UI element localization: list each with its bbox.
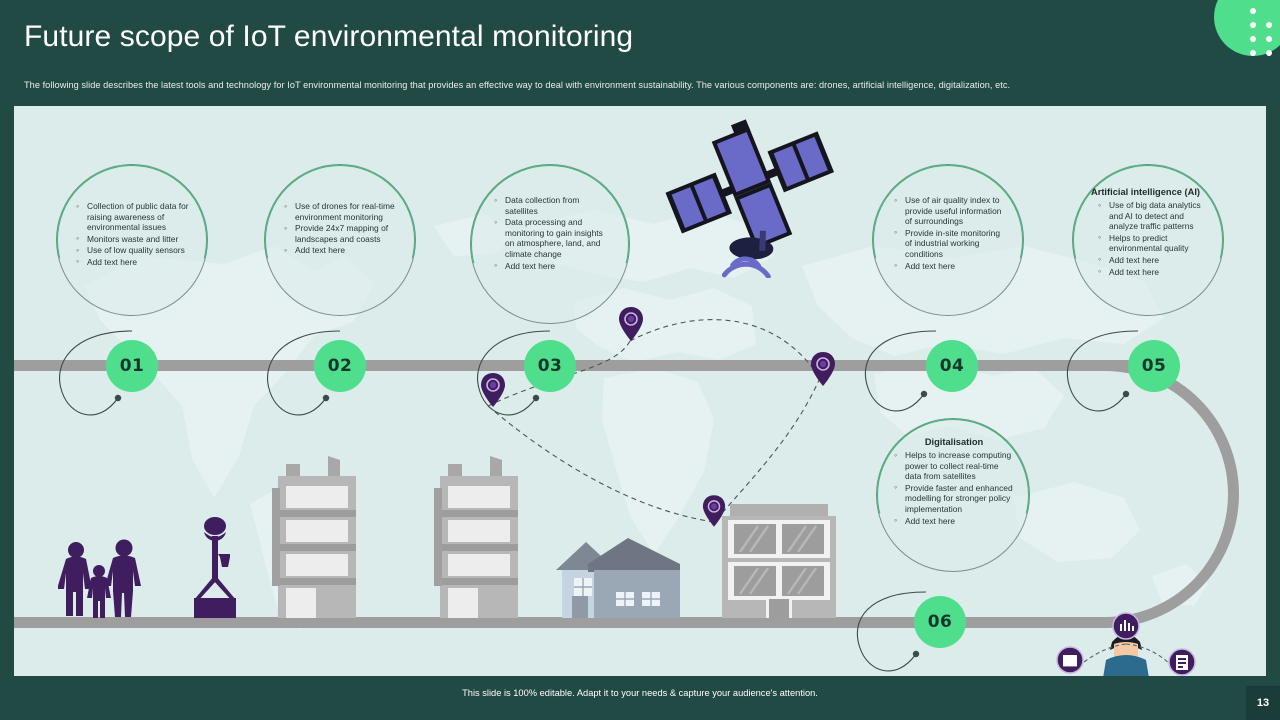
corner-dot [1250,22,1256,28]
apartment-building-icon [434,456,518,618]
step-bubble-03[interactable]: Data collection from satellites Data pro… [470,164,630,324]
list-item: Collection of public data for raising aw… [75,201,191,233]
corner-decoration [1190,0,1280,70]
list-item: Provide 24x7 mapping of landscapes and c… [283,223,399,244]
step-heading-05: Artificial intelligence (AI) [1091,187,1200,197]
slide-footer: This slide is 100% editable. Adapt it to… [0,676,1280,720]
step-bullets-03: Data collection from satellites Data pro… [493,194,613,272]
node-label: 01 [119,356,145,376]
node-label: 04 [939,356,965,376]
corner-circle-shape [1214,0,1280,56]
step-bubble-06[interactable]: Digitalisation Helps to increase computi… [876,418,1030,572]
slide-header: Future scope of IoT environmental monito… [0,0,1280,106]
list-item: Data processing and monitoring to gain i… [493,217,613,259]
timeline-node-03[interactable]: 03 [524,340,576,392]
step-bullets-01: Collection of public data for raising aw… [75,201,191,268]
node-label: 05 [1141,356,1167,376]
list-item: Use of big data analytics and AI to dete… [1097,200,1211,232]
list-item: Helps to increase computing power to col… [893,450,1015,482]
step-bullets-02: Use of drones for real-time environment … [283,200,399,256]
corner-dot [1250,8,1256,14]
corner-dot [1266,36,1272,42]
map-pin-icon [811,352,835,386]
corner-dot [1266,50,1272,56]
step-heading-06: Digitalisation [924,437,984,447]
list-item: Use of drones for real-time environment … [283,200,399,222]
list-item: Add text here [75,256,191,268]
list-item: Add text here [1097,254,1211,266]
list-item: Add text here [283,245,399,256]
map-pin-icon [702,495,726,527]
timeline-node-02[interactable]: 02 [314,340,366,392]
node-label: 06 [927,612,953,632]
list-item: Use of low quality sensors [75,245,191,256]
step-bubble-02[interactable]: Use of drones for real-time environment … [264,164,416,316]
satellite-icon [665,119,835,278]
map-pin-icon [481,373,505,407]
slide-body: 01 02 03 04 05 06 Collection of public d… [14,106,1266,676]
list-item: Data collection from satellites [493,194,613,216]
step-bubble-04[interactable]: Use of air quality index to provide usef… [872,164,1024,316]
list-item: Monitors waste and litter [75,233,191,245]
footer-note: This slide is 100% editable. Adapt it to… [462,688,818,698]
map-pin-icon [619,307,643,341]
timeline-bar-bottom [14,617,1104,628]
list-item: Add text here [493,260,613,272]
street-lamp-icon [194,517,236,618]
step-bullets-04: Use of air quality index to provide usef… [893,195,1009,271]
node-label: 02 [327,356,353,376]
timeline-node-01[interactable]: 01 [106,340,158,392]
corner-dot [1266,22,1272,28]
house-icon [556,538,680,618]
step-bubble-01[interactable]: Collection of public data for raising aw… [56,164,208,316]
timeline-node-04[interactable]: 04 [926,340,978,392]
page-number: 13 [1246,686,1280,720]
list-item: Add text here [893,260,1009,272]
list-item: Helps to predict environmental quality [1097,232,1211,254]
corner-dot [1250,50,1256,56]
step-bullets-06: Helps to increase computing power to col… [893,450,1015,526]
step-bubble-05[interactable]: Artificial intelligence (AI) Use of big … [1072,164,1224,316]
timeline-node-05[interactable]: 05 [1128,340,1180,392]
list-item: Add text here [1097,266,1211,278]
page-subtitle: The following slide describes the latest… [24,80,1011,90]
person-at-laptop-icon [1056,612,1196,676]
apartment-building-icon [272,456,356,618]
list-item: Provide faster and enhanced modelling fo… [893,482,1015,515]
timeline-node-06[interactable]: 06 [914,596,966,648]
office-building-icon [722,504,836,618]
list-item: Provide in-site monitoring of industrial… [893,227,1009,260]
list-item: Add text here [893,515,1015,527]
family-silhouette-icon [58,539,141,618]
node-label: 03 [537,356,563,376]
corner-dot [1250,36,1256,42]
list-item: Use of air quality index to provide usef… [893,195,1009,227]
step-bullets-05: Use of big data analytics and AI to dete… [1087,200,1211,277]
page-title: Future scope of IoT environmental monito… [24,20,634,53]
